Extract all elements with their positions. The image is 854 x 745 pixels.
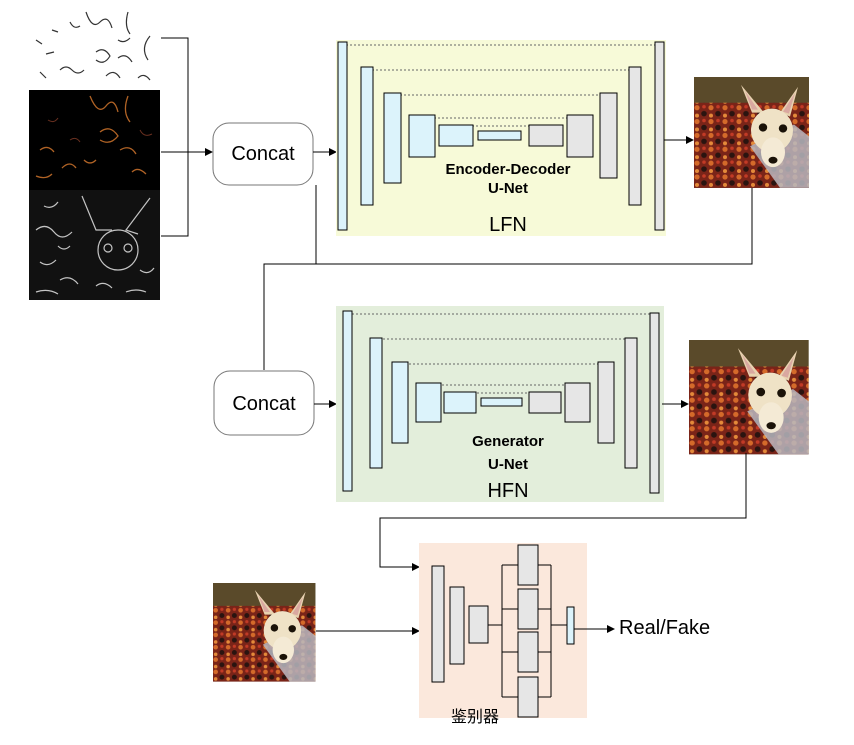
discriminator-background [419,543,587,718]
lfn-label: LFN [489,214,527,236]
discriminator-branch-block-2 [517,588,539,630]
input-feature-maps [29,10,160,300]
lfn-encoder-block-5 [438,124,474,147]
hfn-output-dog-image [689,340,809,455]
hfn-encoder-block-4 [415,382,442,423]
input-merge-connector [161,37,213,237]
lfn-decoder-block-2 [566,114,594,158]
hfn-skip-connections [352,313,650,394]
concat-top-label: Concat [231,143,295,165]
lfn-output-dog-image [694,77,809,188]
hfn-panel: Generator U-Net HFN [336,306,664,502]
hfn-encoder-block-2 [369,337,383,469]
discriminator-panel: 鉴别器 [419,543,587,726]
lfn-decoder-block-3 [599,92,618,179]
lfn-encoder-block-3 [383,92,402,184]
discriminator-branch-block-4 [517,676,539,718]
discriminator-branch-block-3 [517,631,539,673]
discriminator-block-3 [468,605,489,644]
hfn-decoder-block-2 [564,382,591,423]
edge-sketch-image [29,10,160,90]
discriminator-block-1 [431,565,445,683]
hfn-decoder-block-1 [528,391,562,414]
gradient-edge-image [29,190,160,300]
discriminator-block-2 [449,586,465,665]
hfn-decoder-block-4 [624,337,638,469]
colored-edge-image [29,90,160,190]
concat-top-node: Concat [212,122,314,186]
hfn-encoder-block-3 [391,361,409,444]
lfn-encoder-block-1 [337,41,348,231]
hfn-decoder-block-3 [597,361,615,444]
lfn-skip-connections [346,44,656,127]
real-fake-output-label: Real/Fake [619,617,710,639]
lfn-encoder-block-2 [360,66,374,206]
lfn-output-to-concat-connector [263,185,753,370]
hfn-output-to-discriminator-connector [379,453,747,571]
lfn-decoder-block-1 [528,124,564,147]
discriminator-branch-block-1 [517,544,539,586]
lfn-subtitle-line1: Encoder-Decoder [445,161,570,178]
lfn-decoder-block-5 [654,41,665,231]
discriminator-output-block [566,606,575,645]
hfn-encoder-block-5 [443,391,477,414]
hfn-encoder-block-1 [342,310,353,492]
lfn-panel: Encoder-Decoder U-Net LFN [336,40,666,236]
lfn-bottleneck-block [477,130,522,141]
hfn-subtitle-line1: Generator [472,433,544,450]
concat-bottom-label: Concat [232,393,296,415]
real-dog-image [213,583,316,682]
hfn-label: HFN [487,480,528,502]
hfn-bottleneck-block [480,397,523,407]
lfn-encoder-block-4 [408,114,436,158]
lfn-decoder-block-4 [628,66,642,206]
concat-bottom-node: Concat [213,370,315,436]
discriminator-branch-lines [488,564,567,698]
hfn-decoder-block-5 [649,312,660,494]
hfn-subtitle-line2: U-Net [488,456,528,473]
lfn-subtitle-line2: U-Net [488,180,528,197]
discriminator-label: 鉴别器 [451,708,499,726]
